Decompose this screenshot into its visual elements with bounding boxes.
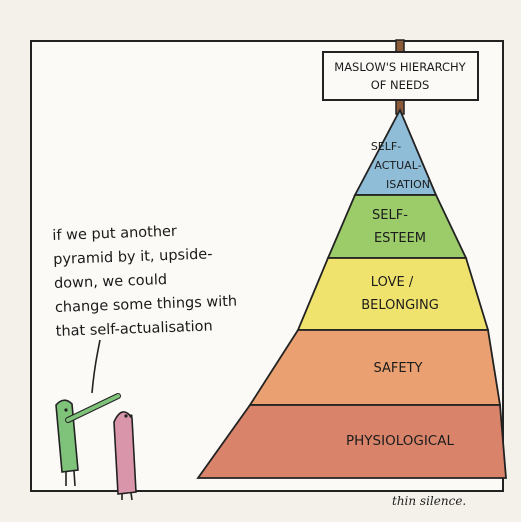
artist-signature: thin silence. <box>392 494 467 508</box>
sign-line-2: OF NEEDS <box>371 78 430 92</box>
tier-label-self-esteem-1: SELF- <box>372 208 408 223</box>
tier-label-self-esteem-2: ESTEEM <box>374 231 426 246</box>
tier-label-self-actualisation-2: ACTUAL- <box>374 159 421 172</box>
tier-label-love-belonging-1: LOVE / <box>371 275 414 290</box>
speech-pointer <box>91 339 101 394</box>
tier-label-safety: SAFETY <box>374 361 423 376</box>
sign-board <box>322 51 479 101</box>
tier-love-belonging <box>296 257 490 331</box>
tier-label-love-belonging-2: BELONGING <box>361 298 439 313</box>
tier-label-physiological: PHYSIOLOGICAL <box>346 433 454 449</box>
tier-self-esteem <box>326 194 468 259</box>
speech-text: if we put another pyramid by it, upside-… <box>52 216 281 344</box>
right-figure <box>113 411 137 501</box>
sign-line-1: MASLOW'S HIERARCHY <box>334 60 466 74</box>
tier-physiological <box>196 404 507 479</box>
tier-label-self-actualisation-1: SELF- <box>371 140 401 153</box>
left-figure <box>55 393 121 487</box>
tier-label-self-actualisation-3: ISATION <box>386 178 430 191</box>
